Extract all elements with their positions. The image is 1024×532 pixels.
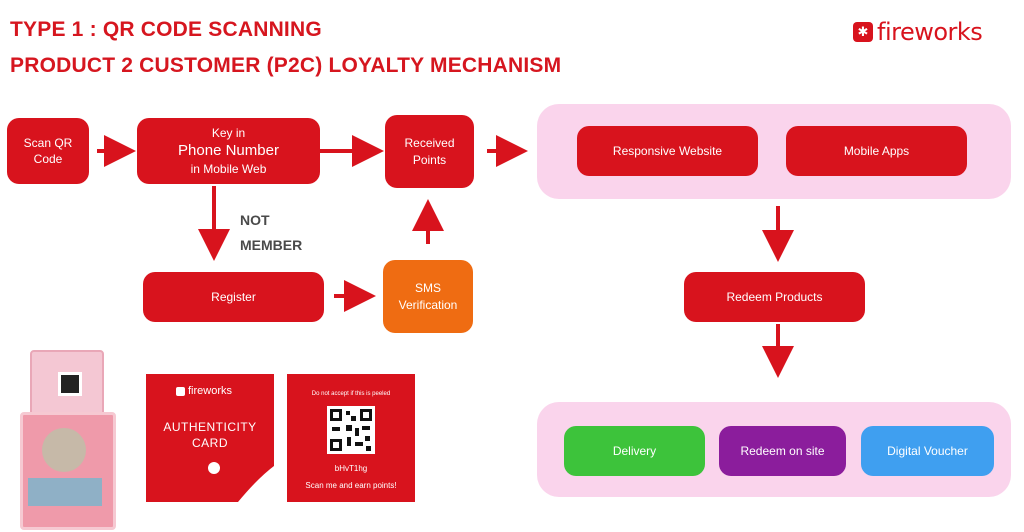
phone-line-3: in Mobile Web bbox=[190, 162, 267, 177]
scan-qr-box: Scan QR Code bbox=[7, 118, 89, 184]
authenticity-card-front: fireworks AUTHENTICITY CARD bbox=[146, 374, 274, 502]
qr-code-icon bbox=[327, 406, 375, 454]
card-logo-icon bbox=[176, 386, 185, 396]
logo-text: fireworks bbox=[877, 18, 983, 46]
member-label: MEMBER bbox=[240, 237, 303, 253]
product-qr-icon bbox=[58, 372, 82, 396]
card-code: bHvT1hg bbox=[334, 464, 368, 473]
product-box-image bbox=[16, 350, 116, 530]
responsive-website-box: Responsive Website bbox=[577, 126, 758, 176]
portrait-icon bbox=[42, 428, 86, 472]
card-title: AUTHENTICITY CARD bbox=[163, 420, 257, 450]
authenticity-card-back: Do not accept if this is peeled bHvT1hg … bbox=[287, 374, 415, 502]
firework-logo-icon: ✱ bbox=[853, 22, 873, 42]
phone-line-2: Phone Number bbox=[178, 141, 279, 159]
phone-number-box: Key in Phone Number in Mobile Web bbox=[137, 118, 320, 184]
register-box: Register bbox=[143, 272, 324, 322]
peel-dot-icon bbox=[208, 462, 220, 474]
sms-verification-box: SMS Verification bbox=[383, 260, 473, 333]
page-subtitle: PRODUCT 2 CUSTOMER (P2C) LOYALTY MECHANI… bbox=[10, 54, 562, 77]
card-warning: Do not accept if this is peeled bbox=[311, 391, 391, 397]
card-cta: Scan me and earn points! bbox=[305, 481, 397, 490]
card-brand: fireworks bbox=[188, 385, 233, 397]
harbor-scene-icon bbox=[28, 478, 102, 506]
not-label: NOT bbox=[240, 212, 270, 228]
phone-line-1: Key in bbox=[211, 125, 246, 140]
peel-corner-icon bbox=[238, 466, 274, 502]
redeem-on-site-box: Redeem on site bbox=[719, 426, 846, 476]
page-title: TYPE 1 : QR CODE SCANNING bbox=[10, 18, 322, 41]
digital-voucher-box: Digital Voucher bbox=[861, 426, 994, 476]
redeem-products-box: Redeem Products bbox=[684, 272, 865, 322]
brand-logo: ✱ fireworks bbox=[853, 18, 983, 46]
mobile-apps-box: Mobile Apps bbox=[786, 126, 967, 176]
delivery-box: Delivery bbox=[564, 426, 705, 476]
received-points-box: Received Points bbox=[385, 115, 474, 188]
